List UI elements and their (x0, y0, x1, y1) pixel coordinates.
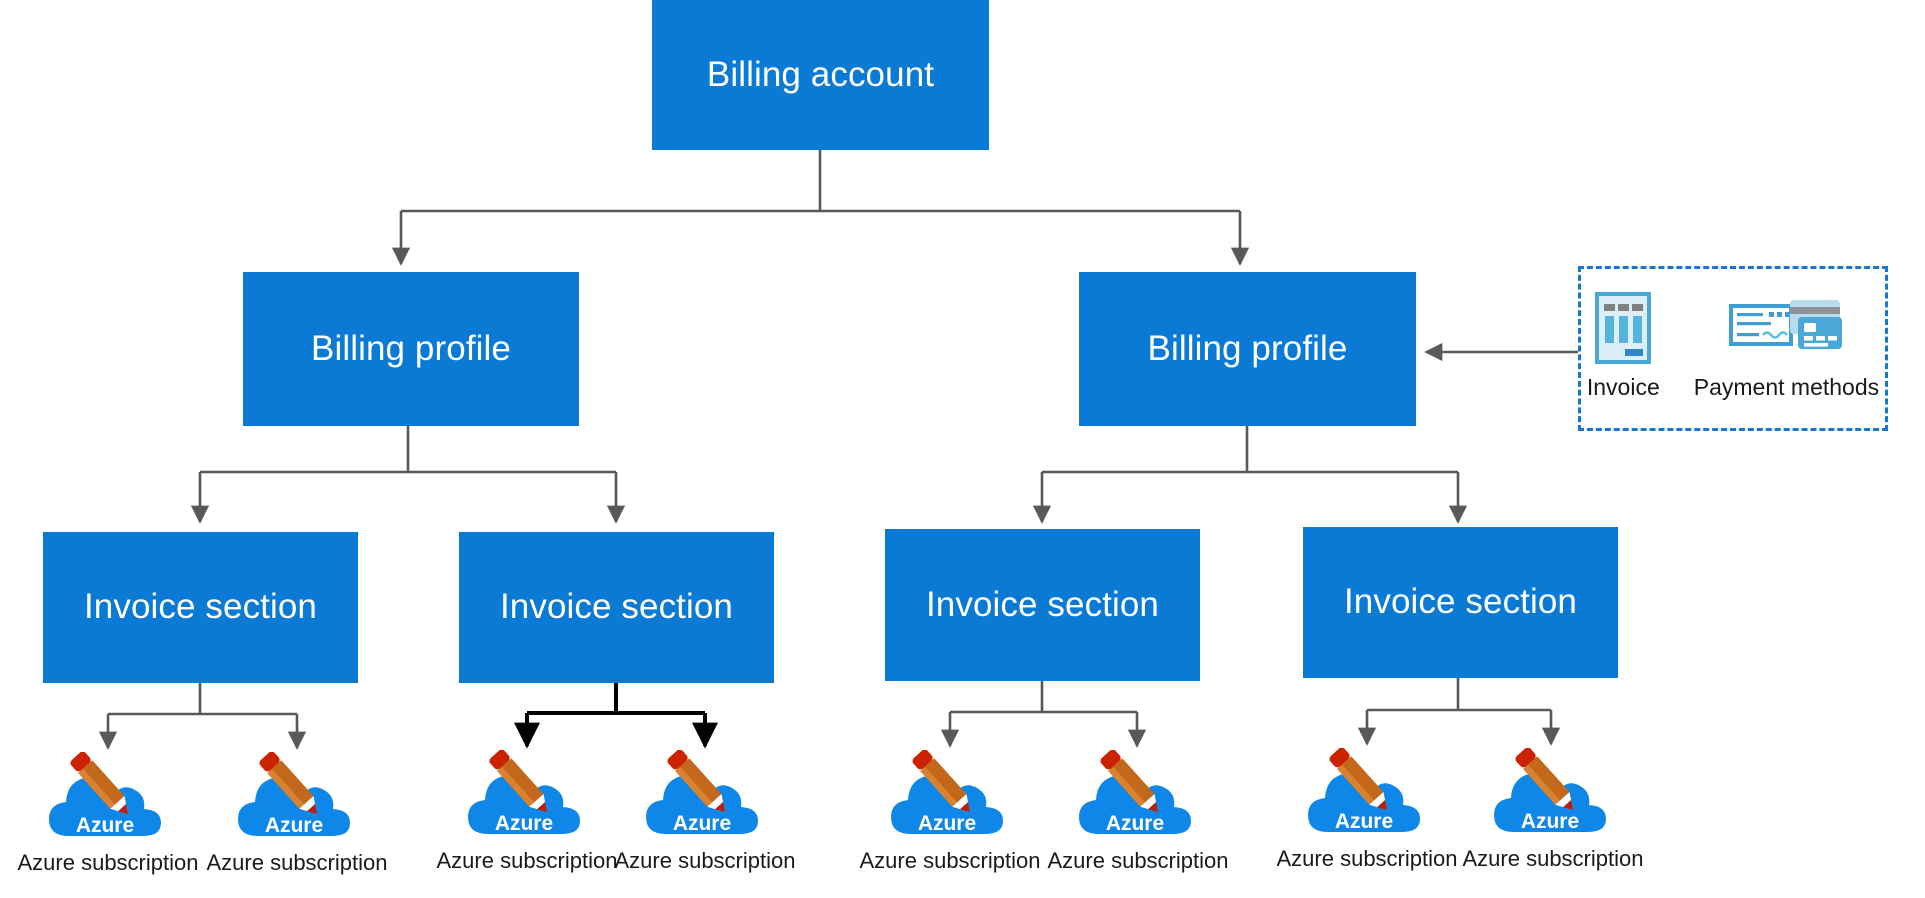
azure-subscription-icon: Azure (891, 750, 1003, 835)
azure-badge-text: Azure (1106, 812, 1164, 835)
subscription-caption: Azure subscription (614, 848, 796, 873)
node-billing-profile-1[interactable]: Billing profile (243, 272, 579, 426)
connector-section4-to-subscriptions (1357, 678, 1561, 746)
connector-account-to-profiles (391, 150, 1250, 266)
azure-badge-text: Azure (495, 812, 553, 835)
subscription-node-3[interactable]: Azure Azure subscription (422, 750, 632, 874)
azure-badge-text: Azure (1521, 810, 1579, 833)
azure-subscription-icon: Azure (1494, 748, 1606, 833)
node-invoice-section-3[interactable]: Invoice section (885, 529, 1200, 681)
azure-subscription-icon: Azure (238, 752, 350, 837)
subscription-node-6[interactable]: Azure Azure subscription (1033, 750, 1243, 874)
azure-badge-text: Azure (265, 814, 323, 837)
subscription-caption: Azure subscription (436, 848, 618, 873)
subscription-node-5[interactable]: Azure Azure subscription (845, 750, 1055, 874)
azure-badge-text: Azure (76, 814, 134, 837)
subscription-node-8[interactable]: Azure Azure subscription (1448, 748, 1658, 872)
connector-profile2-to-sections (1032, 426, 1468, 524)
node-invoice-section-4[interactable]: Invoice section (1303, 527, 1618, 678)
subscription-caption: Azure subscription (859, 848, 1041, 873)
subscription-caption: Azure subscription (17, 850, 199, 875)
payment-panel: Invoice (1578, 266, 1888, 431)
node-invoice-section-2-label: Invoice section (499, 587, 734, 627)
node-invoice-section-2[interactable]: Invoice section (459, 532, 774, 683)
azure-subscription-icon: Azure (646, 750, 758, 835)
subscription-caption: Azure subscription (1462, 846, 1644, 871)
connector-section2-to-subscriptions (514, 683, 718, 749)
panel-item-invoice[interactable]: Invoice (1587, 292, 1660, 401)
node-invoice-section-4-label: Invoice section (1343, 582, 1578, 622)
panel-item-invoice-label: Invoice (1586, 374, 1660, 400)
subscription-node-1[interactable]: Azure Azure subscription (3, 752, 213, 876)
azure-badge-text: Azure (918, 812, 976, 835)
subscription-caption: Azure subscription (206, 850, 388, 875)
subscription-node-7[interactable]: Azure Azure subscription (1262, 748, 1472, 872)
node-billing-account[interactable]: Billing account (652, 0, 989, 150)
node-billing-account-label: Billing account (706, 54, 935, 94)
connector-section3-to-subscriptions (940, 681, 1147, 748)
node-billing-profile-2[interactable]: Billing profile (1079, 272, 1416, 426)
azure-subscription-icon: Azure (468, 750, 580, 835)
connector-section1-to-subscriptions (98, 683, 307, 750)
panel-item-payment-methods[interactable]: Payment methods (1694, 292, 1879, 401)
invoice-document-icon (1595, 292, 1652, 364)
subscription-node-2[interactable]: Azure Azure subscription (192, 752, 402, 876)
node-billing-profile-2-label: Billing profile (1147, 328, 1348, 368)
node-invoice-section-3-label: Invoice section (925, 584, 1160, 624)
node-invoice-section-1[interactable]: Invoice section (43, 532, 358, 683)
subscription-caption: Azure subscription (1047, 848, 1229, 873)
connector-profile1-to-sections (190, 426, 626, 524)
azure-subscription-icon: Azure (49, 752, 161, 837)
azure-badge-text: Azure (673, 812, 731, 835)
payment-methods-icon (1729, 300, 1843, 349)
node-billing-profile-1-label: Billing profile (311, 328, 511, 368)
subscription-caption: Azure subscription (1276, 846, 1458, 871)
azure-subscription-icon: Azure (1308, 748, 1420, 833)
azure-subscription-icon: Azure (1079, 750, 1191, 835)
node-invoice-section-1-label: Invoice section (83, 587, 318, 627)
subscription-node-4[interactable]: Azure Azure subscription (600, 750, 810, 874)
panel-item-payment-methods-label: Payment methods (1693, 374, 1880, 400)
azure-badge-text: Azure (1335, 810, 1393, 833)
